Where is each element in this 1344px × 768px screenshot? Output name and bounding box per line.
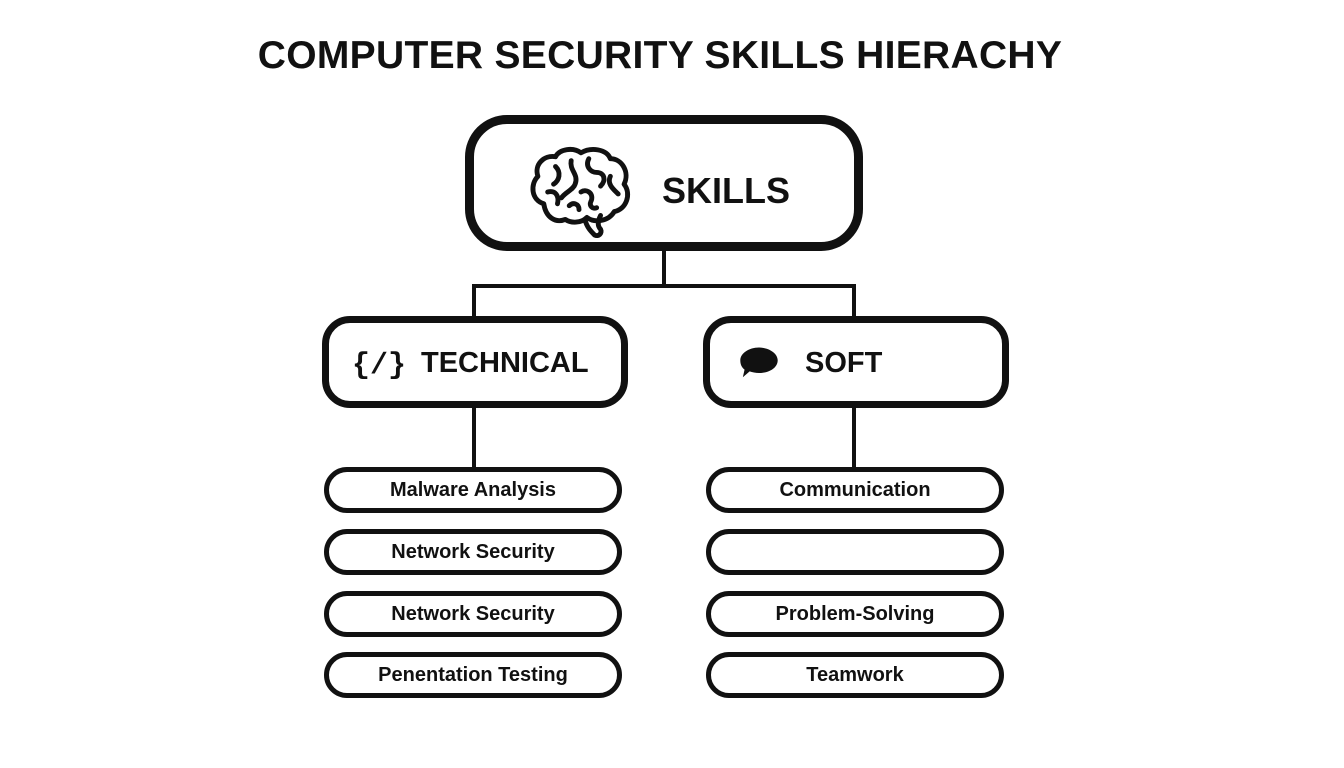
- branch-label-technical: TECHNICAL: [421, 347, 589, 379]
- branch-node-technical: {/} TECHNICAL: [322, 316, 628, 408]
- skill-item-network-security-duplicate: Network Security: [324, 591, 622, 637]
- skill-item-penetration-testing: Penentation Testing: [324, 652, 622, 698]
- code-icon: {/}: [352, 349, 406, 379]
- skill-item-teamwork: Teamwork: [706, 652, 1004, 698]
- skill-item-malware-analysis: Malware Analysis: [324, 467, 622, 513]
- speech-bubble-icon: [740, 347, 778, 378]
- branch-label-soft: SOFT: [805, 347, 883, 379]
- svg-text:{/}: {/}: [352, 349, 406, 379]
- branch-node-soft: SOFT: [703, 316, 1009, 408]
- skill-item-network-security: Network Security: [324, 529, 622, 575]
- diagram-title: COMPUTER SECURITY SKILLS HIERACHY: [257, 34, 1063, 77]
- skill-item-problem-solving: Problem-Solving: [706, 591, 1004, 637]
- skill-item-communication: Communication: [706, 467, 1004, 513]
- brain-icon: [530, 146, 630, 239]
- root-node-skills: SKILLS: [465, 115, 863, 251]
- root-label: SKILLS: [662, 170, 791, 211]
- skill-item-empty: [706, 529, 1004, 575]
